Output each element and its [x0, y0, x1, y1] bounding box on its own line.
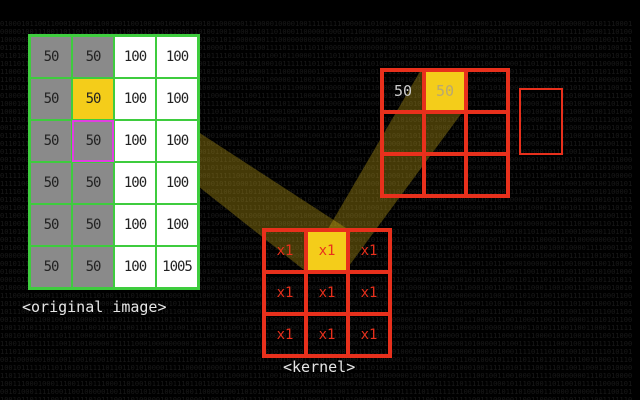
output-cell: [382, 112, 424, 154]
output-cell: 50: [382, 70, 424, 112]
pixel-cell: 100: [114, 78, 156, 120]
kernel-cell: x1: [306, 272, 348, 314]
output-cell: [466, 70, 508, 112]
pixel-cell: 50: [72, 204, 114, 246]
kernel-cell: x1: [348, 230, 390, 272]
output-cell: [466, 154, 508, 196]
pixel-cell: 50: [30, 204, 72, 246]
pixel-cell: 1005: [156, 246, 198, 288]
output-cell: [466, 112, 508, 154]
pixel-cell: 100: [156, 36, 198, 78]
pixel-cell: 50: [30, 162, 72, 204]
output-cell: [424, 112, 466, 154]
pixel-cell: 100: [156, 204, 198, 246]
pixel-cell: 50: [30, 36, 72, 78]
kernel-cell: x1: [264, 314, 306, 356]
pixel-cell: 50: [30, 78, 72, 120]
pixel-cell: 100: [156, 120, 198, 162]
pixel-cell: 50: [30, 120, 72, 162]
original-image-label: <original image>: [22, 298, 167, 316]
kernel-cell: x1: [264, 272, 306, 314]
pixel-cell: 50: [72, 120, 114, 162]
kernel-cell: x1: [306, 314, 348, 356]
pixel-cell: 100: [114, 246, 156, 288]
kernel-label: <kernel>: [283, 358, 356, 376]
pixel-cell: 50: [72, 78, 114, 120]
pixel-cell: 100: [114, 36, 156, 78]
pixel-cell: 100: [156, 78, 198, 120]
pixel-cell: 50: [72, 162, 114, 204]
pixel-cell: 100: [156, 162, 198, 204]
output-cell: [424, 154, 466, 196]
pixel-cell: 100: [114, 120, 156, 162]
output-cell: 50: [424, 70, 466, 112]
output-cell: [382, 154, 424, 196]
kernel-cell: x1: [306, 230, 348, 272]
pixel-cell: 50: [30, 246, 72, 288]
pixel-cell: 100: [114, 204, 156, 246]
output-next-column-frame: [519, 88, 563, 155]
pixel-cell: 50: [72, 246, 114, 288]
pixel-cell: 100: [114, 162, 156, 204]
kernel-cell: x1: [348, 272, 390, 314]
kernel-cell: x1: [264, 230, 306, 272]
pixel-cell: 50: [72, 36, 114, 78]
kernel-cell: x1: [348, 314, 390, 356]
